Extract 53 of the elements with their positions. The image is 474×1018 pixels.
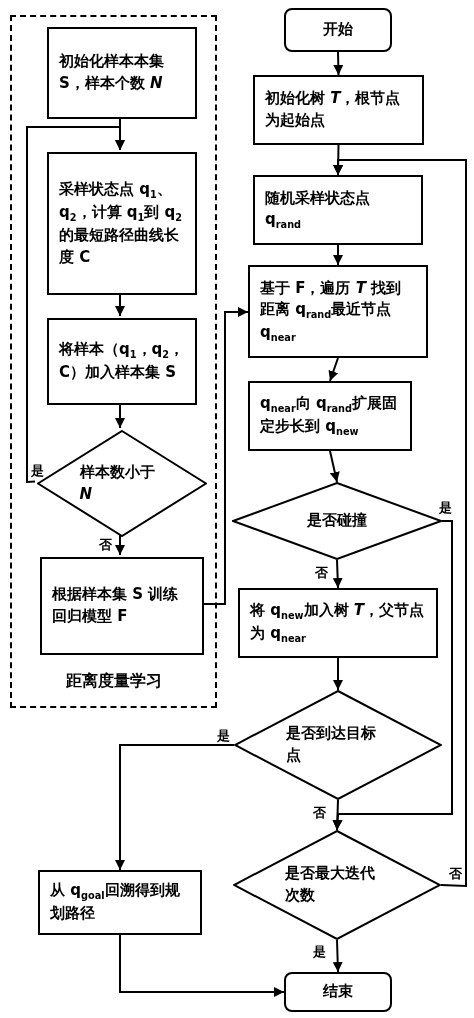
process-box <box>38 870 202 935</box>
process-box <box>40 557 204 655</box>
decision-diamond <box>233 830 441 940</box>
process-text: 初始化树 T，根节点为起始点 <box>265 88 402 131</box>
decision-text: 是否到达目标点 <box>286 723 377 766</box>
terminal-box <box>284 972 392 1012</box>
process-text: 采样状态点 q$_{1}$、q$_{2}$，计算 q$_{1}$到 q$_{2}$的最短路径曲线长度 C <box>59 178 184 268</box>
process-box <box>47 318 197 405</box>
edge-label: 否 <box>98 537 113 552</box>
process-text: 随机采样状态点 q$_{rand}$ <box>265 187 371 233</box>
arrow <box>333 657 343 691</box>
edge-label: 否 <box>312 805 327 820</box>
edge-label: 是 <box>312 944 327 959</box>
arrow <box>119 934 285 997</box>
dashed-group-frame <box>10 15 217 708</box>
terminal-box <box>284 8 392 52</box>
arrow <box>115 534 125 556</box>
arrow <box>328 357 339 382</box>
decision-text: 是否碰撞 <box>307 510 367 532</box>
arrow <box>26 126 125 484</box>
edge-label: 是 <box>216 728 231 743</box>
process-box <box>248 381 412 451</box>
arrow <box>332 799 343 831</box>
process-text: 将 q$_{new}$加入树 T，父节点为 q$_{near}$ <box>250 599 425 646</box>
decision-text: 是否最大迭代次数 <box>285 863 376 906</box>
arrow <box>333 159 467 888</box>
edge-label: 否 <box>448 866 463 881</box>
arrow <box>333 244 343 266</box>
process-text: 基于 F，遍历 T 找到距离 q$_{rand}$最近节点 q$_{near}$ <box>260 277 403 346</box>
decision-diamond <box>234 690 442 800</box>
group-title: 距离度量学习 <box>64 671 163 692</box>
arrow <box>332 939 343 973</box>
arrow <box>329 450 340 483</box>
process-text: 从 q$_{goal}$回溯得到规划路径 <box>50 880 181 925</box>
process-text: 根据样本集 S 训练回归模型 F <box>52 584 180 627</box>
process-box <box>248 265 428 358</box>
decision-text: 样本数小于 N <box>79 461 156 505</box>
terminal-text: 开始 <box>323 19 353 41</box>
process-box <box>238 588 438 658</box>
process-text: 将样本（q$_{1}$，q$_{2}$，C）加入样本集 S <box>59 339 185 384</box>
process-text: 初始化样本本集 S，样本个数 N <box>59 51 165 94</box>
edge-label: 否 <box>314 565 329 580</box>
process-box <box>47 152 197 295</box>
terminal-text: 结束 <box>323 981 353 1003</box>
process-text: q$_{near}$向 q$_{rand}$扩展固定步长到 q$_{new}$ <box>260 392 398 439</box>
arrow <box>333 51 344 76</box>
process-box <box>253 175 423 245</box>
arrow <box>332 559 343 589</box>
edge-label: 是 <box>438 500 453 515</box>
process-box <box>253 75 424 145</box>
edge-label: 是 <box>30 463 45 478</box>
process-box <box>47 27 197 119</box>
arrow <box>115 744 235 871</box>
